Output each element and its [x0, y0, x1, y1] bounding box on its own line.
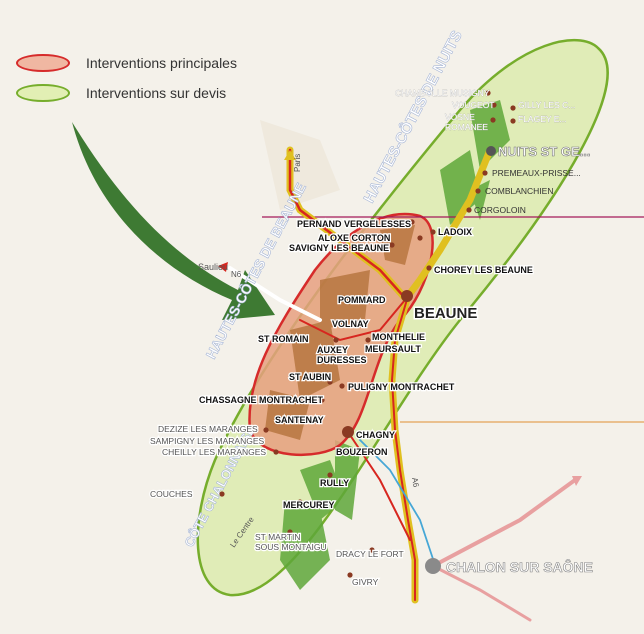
village-ladoix: LADOIX: [438, 227, 472, 237]
road-label-n6: N6: [231, 270, 242, 279]
village-puligny: PULIGNY MONTRACHET: [348, 382, 455, 392]
village-couches: COUCHES: [150, 489, 193, 499]
village-marker-meursault: [379, 347, 385, 353]
city-marker-beaune: [401, 290, 413, 302]
village-marker-pommard: [369, 299, 375, 305]
village-flagey: FLAGEY E...: [518, 114, 567, 124]
village-marker-rully: [327, 472, 333, 478]
city-nuits: NUITS ST GE...: [498, 144, 590, 159]
village-marker-dracy: [369, 547, 375, 553]
village-sampigny: SAMPIGNY LES MARANGES: [150, 436, 264, 446]
village-marker-stromain: [285, 334, 291, 340]
village-staubin: ST AUBIN: [289, 372, 331, 382]
village-pommard: POMMARD: [338, 295, 386, 305]
village-mercurey: MERCUREY: [283, 500, 335, 510]
village-marker-premeaux: [482, 170, 488, 176]
village-marker-savigny: [389, 242, 395, 248]
road-arrow-paris: [284, 150, 296, 160]
village-marker-corgoloin: [466, 207, 472, 213]
village-cheilly: CHEILLY LES MARANGES: [162, 447, 266, 457]
village-chambolle: CHAMBOLLE MUSIGNY: [395, 88, 490, 98]
road-label-a6: A6: [410, 477, 421, 489]
village-savigny: SAVIGNY LES BEAUNE: [289, 243, 389, 253]
legend-item-sur-devis: Interventions sur devis: [16, 78, 237, 108]
village-comblanchien: COMBLANCHIEN: [485, 186, 553, 196]
vineyard-patches-red: [265, 225, 415, 440]
village-marker-monthelie: [365, 337, 371, 343]
village-marker-mercurey: [297, 499, 303, 505]
village-marker-sampigny: [259, 438, 265, 444]
village-bouzeron: BOUZERON: [336, 447, 388, 457]
legend-label: Interventions principales: [86, 55, 237, 71]
legend-item-principales: Interventions principales: [16, 48, 237, 78]
road-arrow-saulieu: [218, 262, 228, 272]
village-marker-aloxe: [417, 235, 423, 241]
arrow: [72, 122, 275, 320]
village-dracy: DRACY LE FORT: [336, 549, 404, 559]
roads: [228, 146, 577, 622]
city-marker-nuits: [486, 146, 496, 156]
legend: Interventions principales Interventions …: [16, 48, 237, 108]
village-meursault: MEURSAULT: [365, 344, 421, 354]
village-monthelie: MONTHELIE: [372, 332, 425, 342]
village-premeaux: PREMEAUX-PRISSE...: [492, 168, 581, 178]
village-marker-puligny: [339, 383, 345, 389]
village-gilly: GILLY LES C...: [518, 100, 575, 110]
village-marker-bouzeron: [347, 449, 353, 455]
village-rully: RULLY: [320, 478, 349, 488]
village-aloxe: ALOXE CORTON: [318, 233, 390, 243]
road-label-saulieu: Saulieu: [198, 262, 228, 272]
village-marker-chagny: [345, 429, 351, 435]
village-givry: GIVRY: [352, 577, 379, 587]
city-beaune: BEAUNE: [414, 305, 477, 322]
village-chagny: CHAGNY: [356, 430, 395, 440]
village-vougeot: VOUGEOT: [452, 100, 495, 110]
village-marker-dezize: [263, 427, 269, 433]
village-volnay: VOLNAY: [332, 319, 369, 329]
village-marker-ladoix: [430, 229, 436, 235]
terrain-shade: [260, 120, 340, 210]
village-corgoloin: CORGOLOIN: [474, 205, 526, 215]
village-marker-stmartin: [287, 529, 293, 535]
village-marker-chambolle: [485, 90, 491, 96]
village-marker-staubin: [327, 379, 333, 385]
village-marker-santenay: [295, 417, 301, 423]
village-santenay: SANTENAY: [275, 415, 324, 425]
village-marker-vougeot: [491, 102, 497, 108]
village-marker-chorey: [426, 265, 432, 271]
legend-swatch-red: [16, 54, 70, 72]
village-chorey: CHOREY LES BEAUNE: [434, 265, 533, 275]
city-chalon: CHALON SUR SAÔNE: [446, 558, 593, 575]
city-marker-chalon: [425, 558, 441, 574]
legend-swatch-green: [16, 84, 70, 102]
village-dezize: DEZIZE LES MARANGES: [158, 424, 258, 434]
village-marker-gilly: [510, 105, 516, 111]
village-marker-vosne: [490, 117, 496, 123]
village-marker-chassagne: [319, 397, 325, 403]
village-stromain: ST ROMAIN: [258, 334, 309, 344]
village-marker-givry: [347, 572, 353, 578]
village-marker-volnay: [361, 321, 367, 327]
road-label-paris: Paris: [293, 154, 302, 172]
village-marker-comblanchien: [475, 188, 481, 194]
village-marker-auxey: [333, 337, 339, 343]
village-marker-flagey: [510, 118, 516, 124]
village-marker-cheilly: [273, 449, 279, 455]
road-arrow-east: [572, 476, 582, 486]
village-pernand: PERNAND VERGELESSES: [297, 219, 411, 229]
village-marker-couches: [219, 491, 225, 497]
village-chassagne: CHASSAGNE MONTRACHET: [199, 395, 324, 405]
legend-label: Interventions sur devis: [86, 85, 227, 101]
village-marker-pernand: [409, 219, 415, 225]
